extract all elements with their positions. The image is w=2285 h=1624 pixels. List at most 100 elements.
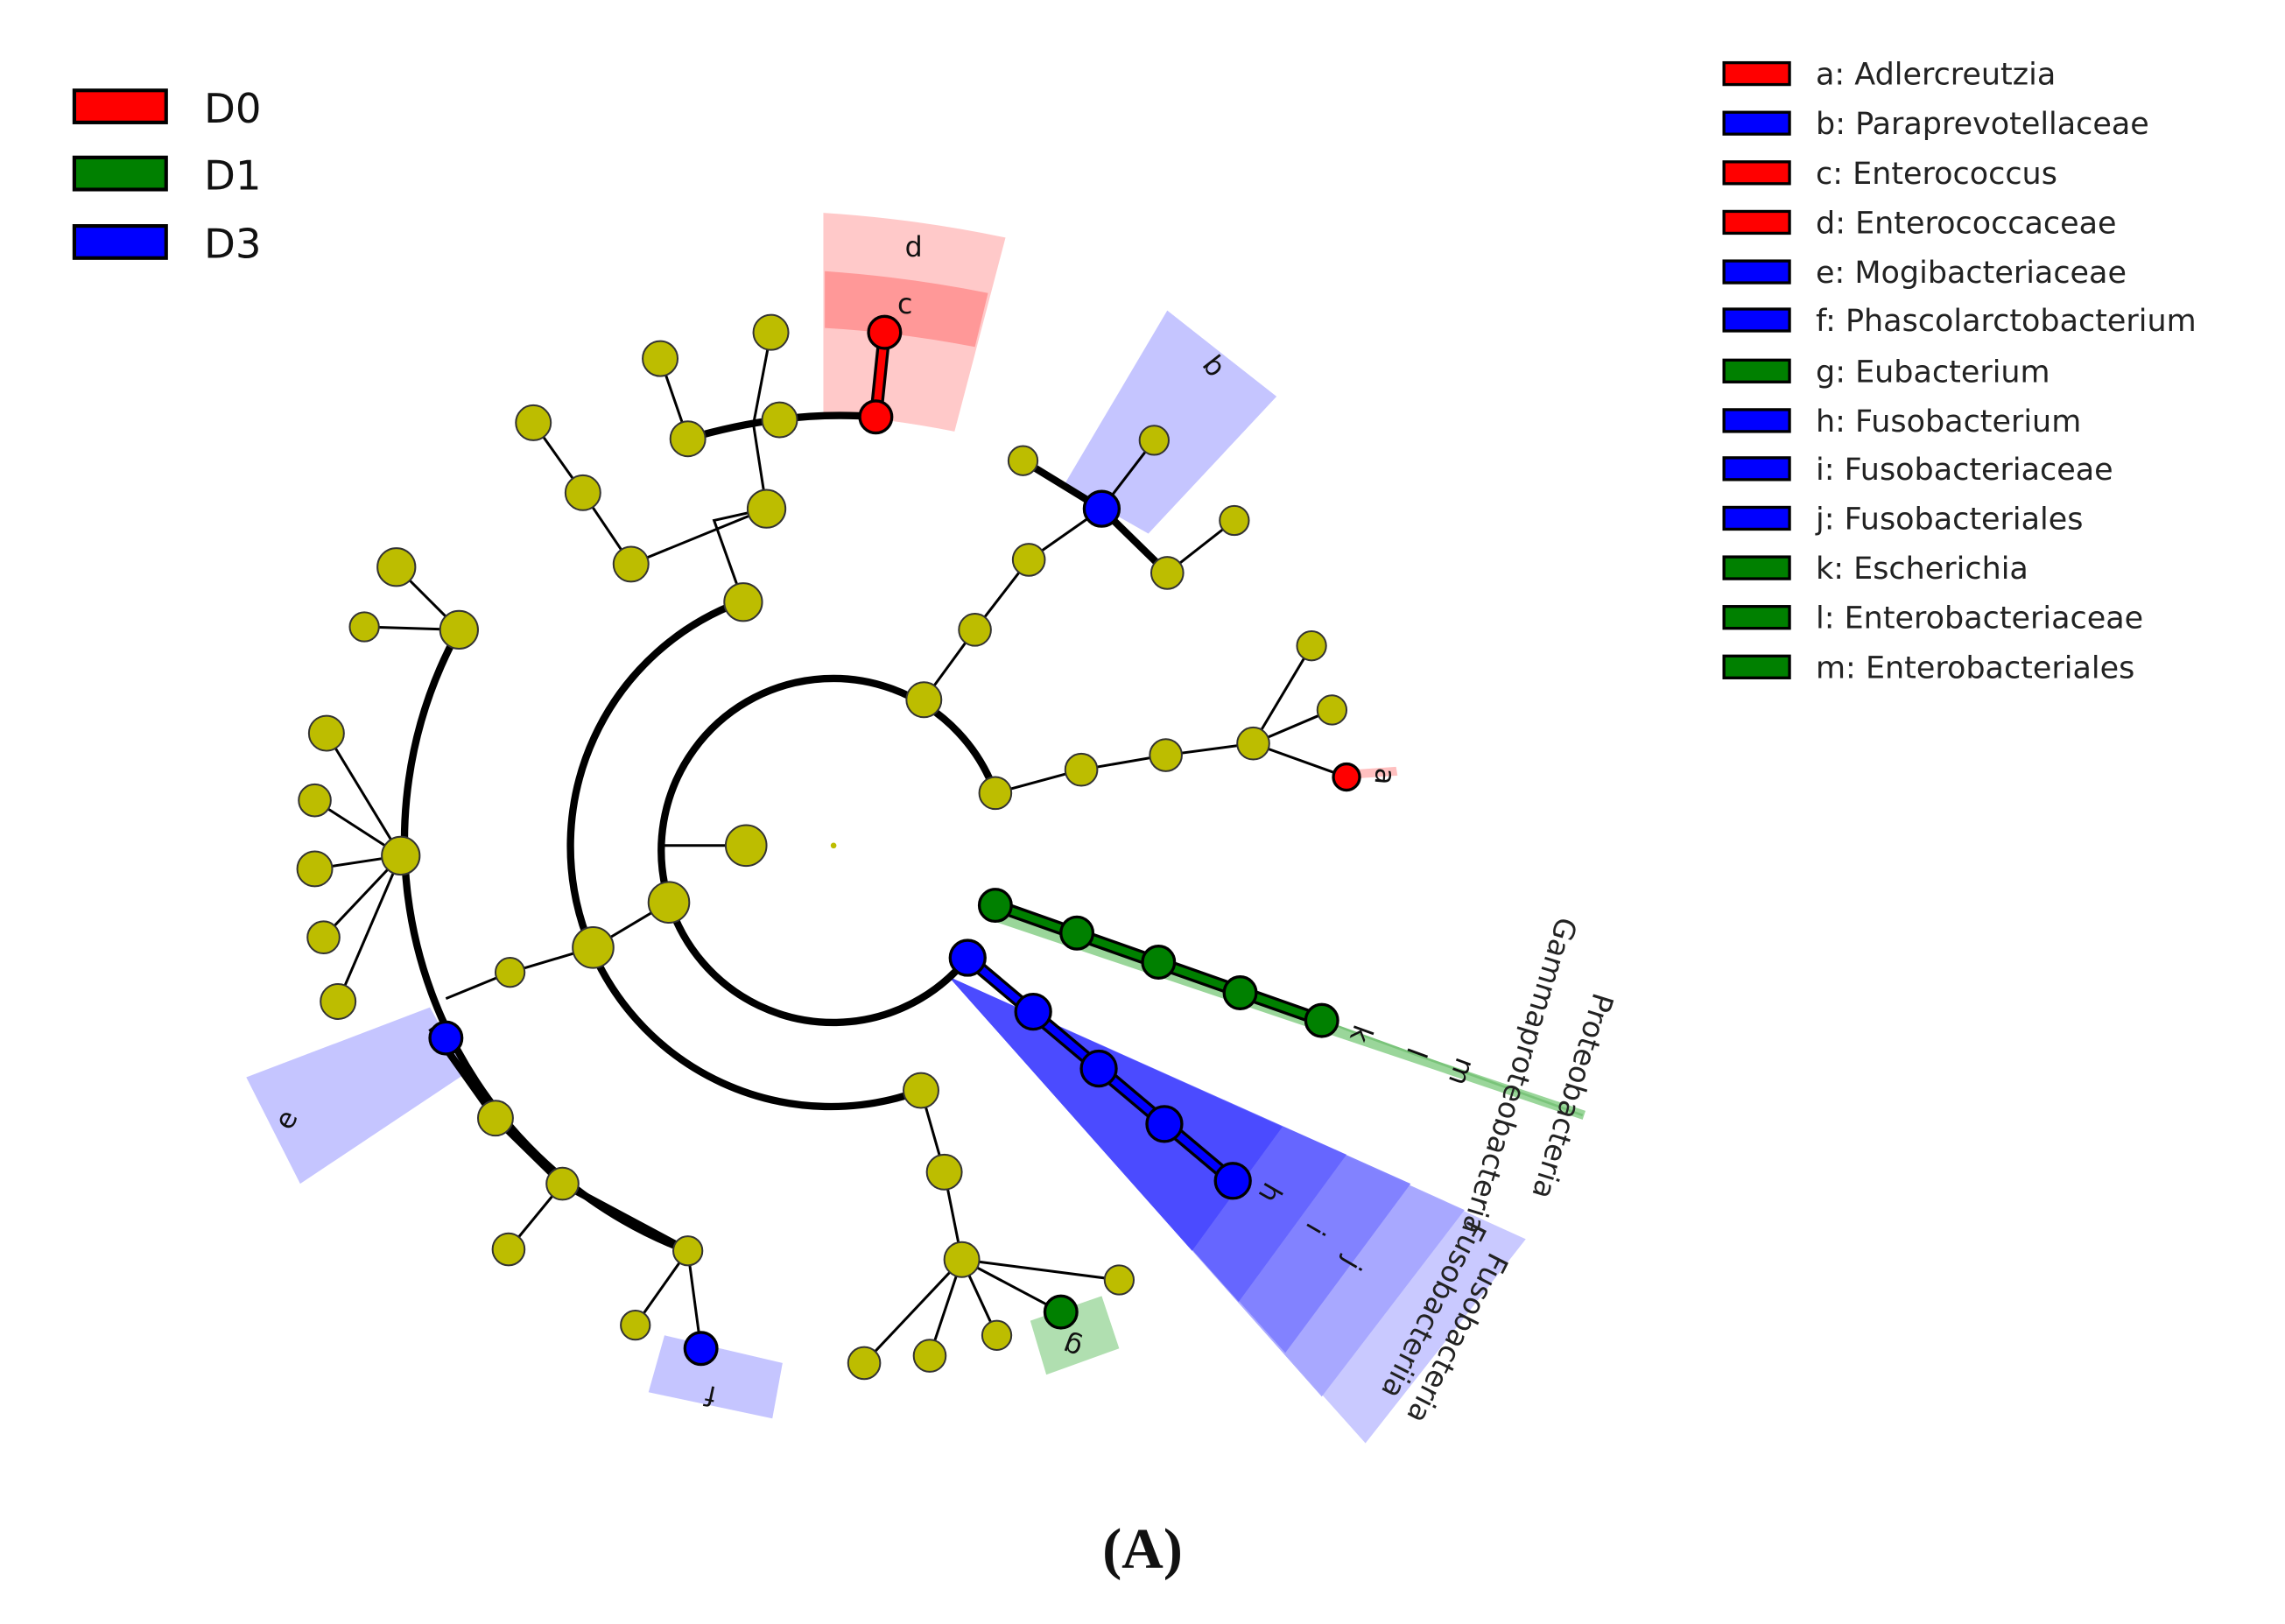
figure-caption: (A)	[1102, 1517, 1183, 1581]
highlight-fusobacterium-h	[948, 976, 1283, 1251]
node-neutral	[439, 609, 479, 650]
taxa-label-d: d: Enterococcaceae	[1816, 206, 2117, 241]
edge-thin-27	[961, 1258, 1120, 1282]
taxa-label-h: h: Fusobacterium	[1816, 404, 2081, 439]
highlight-enterobacteriales	[989, 910, 1586, 1120]
taxa-swatch-g	[1722, 358, 1791, 383]
clade-highlights	[246, 213, 1586, 1444]
edge-thin-26	[960, 1258, 1062, 1313]
legend-label-d0: D0	[204, 85, 262, 132]
node-fusobacteriia	[1014, 992, 1052, 1031]
highlight-paraprevotellaceae-b	[1064, 310, 1277, 534]
node-neutral	[515, 404, 552, 441]
node-neutral	[1219, 504, 1250, 537]
ring-inner	[657, 674, 999, 1027]
clade-names: Proteobacteria Gammaproteobacteria Fusob…	[1375, 913, 1621, 1429]
node-enterococcaceae-d	[858, 399, 894, 435]
node-neutral	[1236, 726, 1270, 761]
node-neutral	[307, 714, 345, 752]
taxa-swatch-d	[1722, 209, 1791, 236]
taxa-label-b: b: Paraprevotellaceae	[1816, 107, 2149, 142]
node-neutral	[381, 835, 421, 876]
node-neutral	[925, 1153, 963, 1191]
node-neutral	[1011, 543, 1046, 577]
ring-outer-left	[400, 628, 690, 1255]
node-neutral	[669, 420, 707, 458]
node-neutral	[912, 1339, 947, 1373]
legend-swatch-d0	[72, 88, 168, 124]
node-escherichia-k	[1304, 1002, 1339, 1038]
node-adlercreutzia-a	[1332, 762, 1361, 792]
node-neutral	[612, 545, 650, 583]
taxa-label-a: a: Adlercreutzia	[1816, 58, 2056, 93]
node-neutral	[564, 474, 601, 511]
node-mogibacteriaceae-e	[428, 1020, 464, 1056]
node-neutral	[672, 1235, 704, 1267]
node-enterococcus-c	[867, 314, 903, 350]
node-neutral	[1103, 1264, 1135, 1296]
node-fusobacteriaceae-i	[1145, 1105, 1184, 1143]
node-paraprevotellaceae-b	[1082, 489, 1121, 528]
taxa-label-e: e: Mogibacteriaceae	[1816, 256, 2127, 291]
taxa-swatch-j	[1722, 505, 1791, 531]
clade-letter-m: m	[1442, 1053, 1480, 1089]
taxa-swatch-i	[1722, 456, 1791, 482]
node-enterobacteriaceae-l	[1222, 974, 1258, 1010]
node-neutral	[491, 1232, 526, 1267]
node-neutral	[1138, 425, 1170, 456]
legend-swatch-d3	[72, 224, 168, 260]
edge-thin-28	[1321, 1019, 1584, 1117]
taxa-label-k: k: Escherichia	[1816, 552, 2028, 587]
node-neutral	[545, 1166, 580, 1201]
edge-thin-9	[658, 358, 769, 603]
node-neutral	[494, 957, 526, 988]
edge-thin-4	[1252, 644, 1313, 745]
node-neutral	[847, 1346, 882, 1381]
taxa-swatch-m	[1722, 654, 1791, 679]
legend-swatch-d1	[72, 155, 168, 192]
tree-nodes	[296, 313, 1361, 1381]
node-neutral	[572, 926, 615, 969]
node-neutral	[746, 489, 787, 529]
taxa-legend: a: Adlercreutzia b: Paraprevotellaceae c…	[1722, 58, 2197, 685]
node-neutral	[1150, 556, 1185, 590]
edge-thin-14	[325, 732, 403, 857]
node-fusobacterium-h	[1213, 1162, 1252, 1200]
taxa-label-c: c: Enterococcus	[1816, 157, 2057, 192]
taxa-label-m: m: Enterobacteriales	[1816, 650, 2134, 685]
edge-e-path	[428, 1025, 690, 1255]
node-neutral	[723, 582, 763, 622]
node-neutral	[298, 783, 332, 818]
taxa-swatch-e	[1722, 259, 1791, 285]
node-neutral	[978, 776, 1013, 811]
node-fusobacteriales-j	[1079, 1049, 1118, 1088]
taxa-swatch-b	[1722, 110, 1791, 136]
taxa-swatch-l	[1722, 605, 1791, 630]
node-neutral	[1296, 630, 1327, 662]
edge-thin-18	[336, 854, 403, 1002]
taxa-label-j: j: Fusobacteriales	[1815, 502, 2083, 537]
node-phascolarctobacterium-f	[683, 1331, 719, 1367]
highlight-mogibacteriaceae-e	[246, 1007, 467, 1185]
taxa-label-f: f: Phascolarctobacterium	[1816, 304, 2197, 339]
node-fusobacteria	[948, 939, 987, 977]
node-neutral	[620, 1309, 651, 1341]
node-gammaproteobacteria	[1059, 915, 1095, 951]
node-neutral	[761, 401, 798, 439]
clade-letter-a: a	[1368, 767, 1402, 786]
legend-label-d3: D3	[204, 221, 262, 268]
node-neutral	[903, 1072, 939, 1109]
legend-label-d1: D1	[204, 151, 262, 199]
node-neutral	[647, 881, 691, 924]
taxa-swatch-a	[1722, 60, 1791, 87]
taxa-label-g: g: Eubacterium	[1816, 355, 2050, 390]
node-neutral	[1064, 752, 1099, 787]
node-neutral	[752, 313, 790, 351]
node-neutral	[1149, 738, 1183, 772]
edge-thin-23	[862, 1258, 963, 1364]
node-neutral	[905, 681, 943, 719]
node-enterobacteriales-m	[1141, 945, 1177, 980]
node-neutral	[320, 982, 357, 1020]
taxa-swatch-f	[1722, 307, 1791, 333]
node-neutral	[981, 1319, 1013, 1351]
